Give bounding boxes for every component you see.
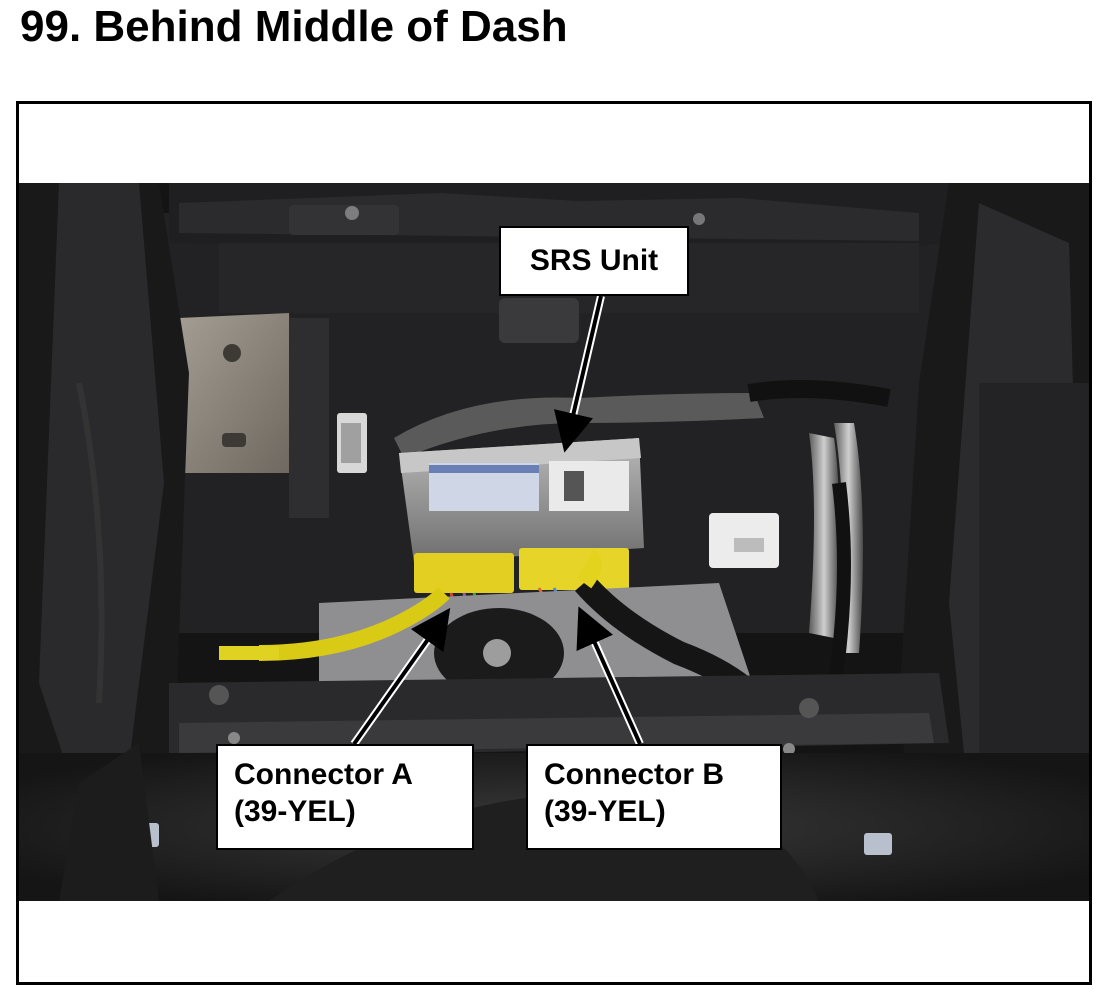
connector-b-callout: Connector B (39-YEL) <box>526 744 782 850</box>
connector-a-color-label: (39-YEL) <box>234 795 356 828</box>
figure-frame: SRS Unit Connector A (39-YEL) Connector … <box>16 101 1092 985</box>
connector-a-callout: Connector A (39-YEL) <box>216 744 474 850</box>
connector-b-color-label: (39-YEL) <box>544 795 666 828</box>
srs-unit-label: SRS Unit <box>529 244 659 277</box>
connector-a-label: Connector A <box>234 758 413 791</box>
connector-b-label: Connector B <box>544 758 724 791</box>
photo-illustration <box>19 183 1089 901</box>
page-title: 99. Behind Middle of Dash <box>20 2 568 51</box>
srs-unit-callout: SRS Unit <box>499 226 689 296</box>
srs-unit-photo <box>19 183 1089 901</box>
